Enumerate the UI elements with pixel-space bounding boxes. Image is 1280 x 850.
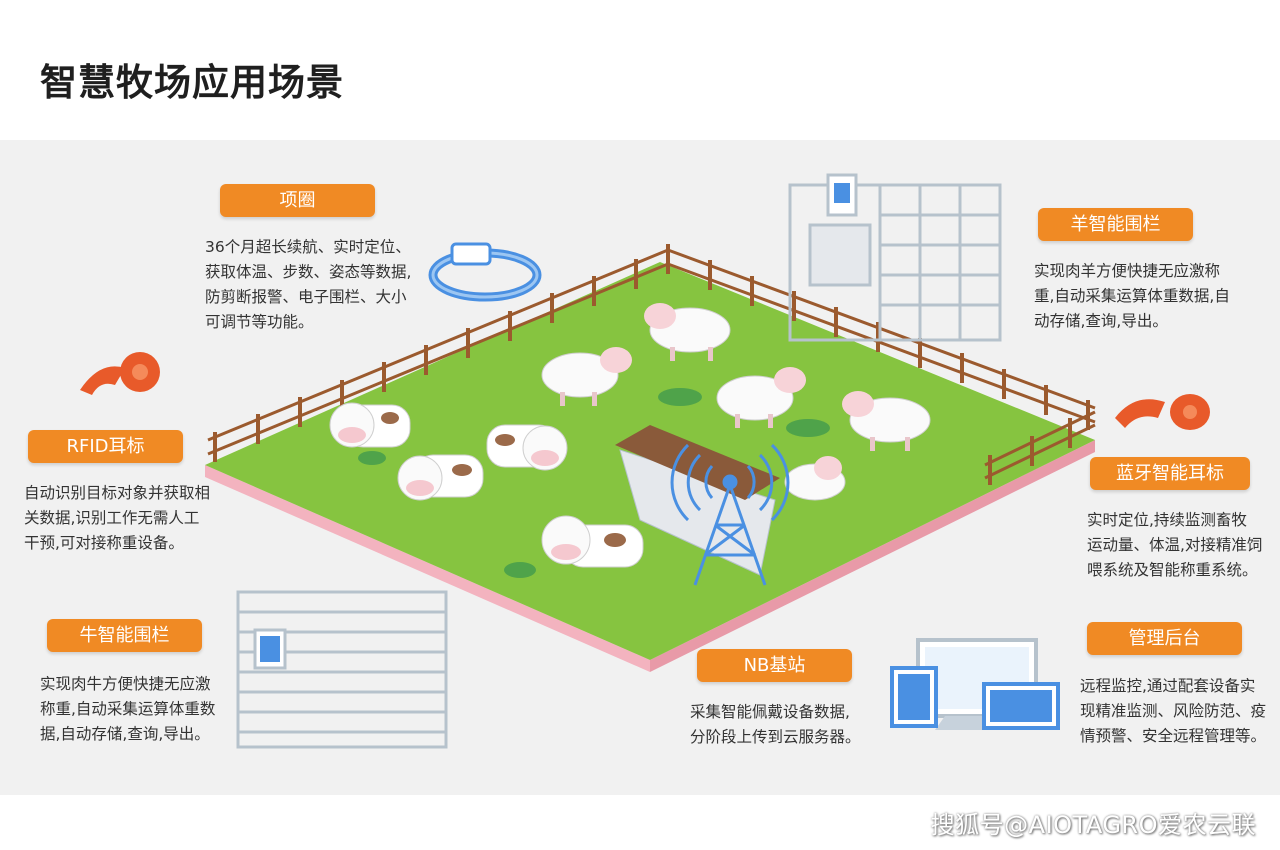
sheep-icon [644, 303, 731, 361]
sheep-icon [784, 456, 846, 501]
sheep-icon [541, 347, 632, 406]
cow-icon [541, 515, 644, 568]
rfid-ear-tag-label: RFID耳标 [28, 430, 183, 463]
cattle-fence-description: 实现肉牛方便快捷无应激 称重,自动采集运算体重数 据,自动存储,查询,导出。 [40, 675, 216, 743]
sheep-fence-label: 羊智能围栏 [1038, 208, 1193, 241]
sheep-fence-description: 实现肉羊方便快捷无应激称 重,自动采集运算体重数据,自 动存储,查询,导出。 [1034, 262, 1230, 330]
footer-strip [0, 795, 1280, 850]
watermark: 搜狐号@AIOTAGRO爱农云联 [930, 811, 1256, 839]
management-backend-description: 远程监控,通过配套设备实 现精准监测、风险防范、疫 情预警、安全远程管理等。 [1080, 677, 1267, 745]
bluetooth-ear-tag-icon [1115, 394, 1210, 430]
management-devices-icon [890, 638, 1060, 730]
cow-icon [397, 454, 484, 501]
sheep-fence-icon [788, 173, 1002, 342]
bluetooth-ear-tag-label: 蓝牙智能耳标 [1090, 457, 1250, 490]
rfid-ear-tag-icon [80, 352, 160, 395]
rfid-ear-tag-description: 自动识别目标对象并获取相 关数据,识别工作无需人工 干预,可对接称重设备。 [24, 484, 211, 552]
cow-icon [486, 424, 568, 471]
nb-station-label: NB基站 [697, 649, 852, 682]
page-title: 智慧牧场应用场景 [40, 61, 344, 104]
bluetooth-ear-tag-description: 实时定位,持续监测畜牧 运动量、体温,对接精准饲 喂系统及智能称重系统。 [1087, 511, 1263, 579]
collar-description: 36个月超长续航、实时定位、 获取体温、步数、姿态等数据, 防剪断报警、电子围栏… [205, 238, 412, 331]
cattle-fence-label: 牛智能围栏 [47, 619, 202, 652]
cow-icon [329, 402, 411, 448]
sheep-icon [842, 391, 931, 451]
collar-label: 项圈 [220, 184, 375, 217]
bushes [358, 388, 830, 578]
cattle-fence-icon [236, 590, 448, 749]
base-station-icon [670, 443, 790, 586]
sheep-icon [716, 367, 806, 428]
collar-icon [428, 242, 542, 302]
pasture-fence [207, 244, 1096, 485]
management-backend-label: 管理后台 [1087, 622, 1242, 655]
nb-station-description: 采集智能佩戴设备数据, 分阶段上传到云服务器。 [690, 703, 861, 746]
